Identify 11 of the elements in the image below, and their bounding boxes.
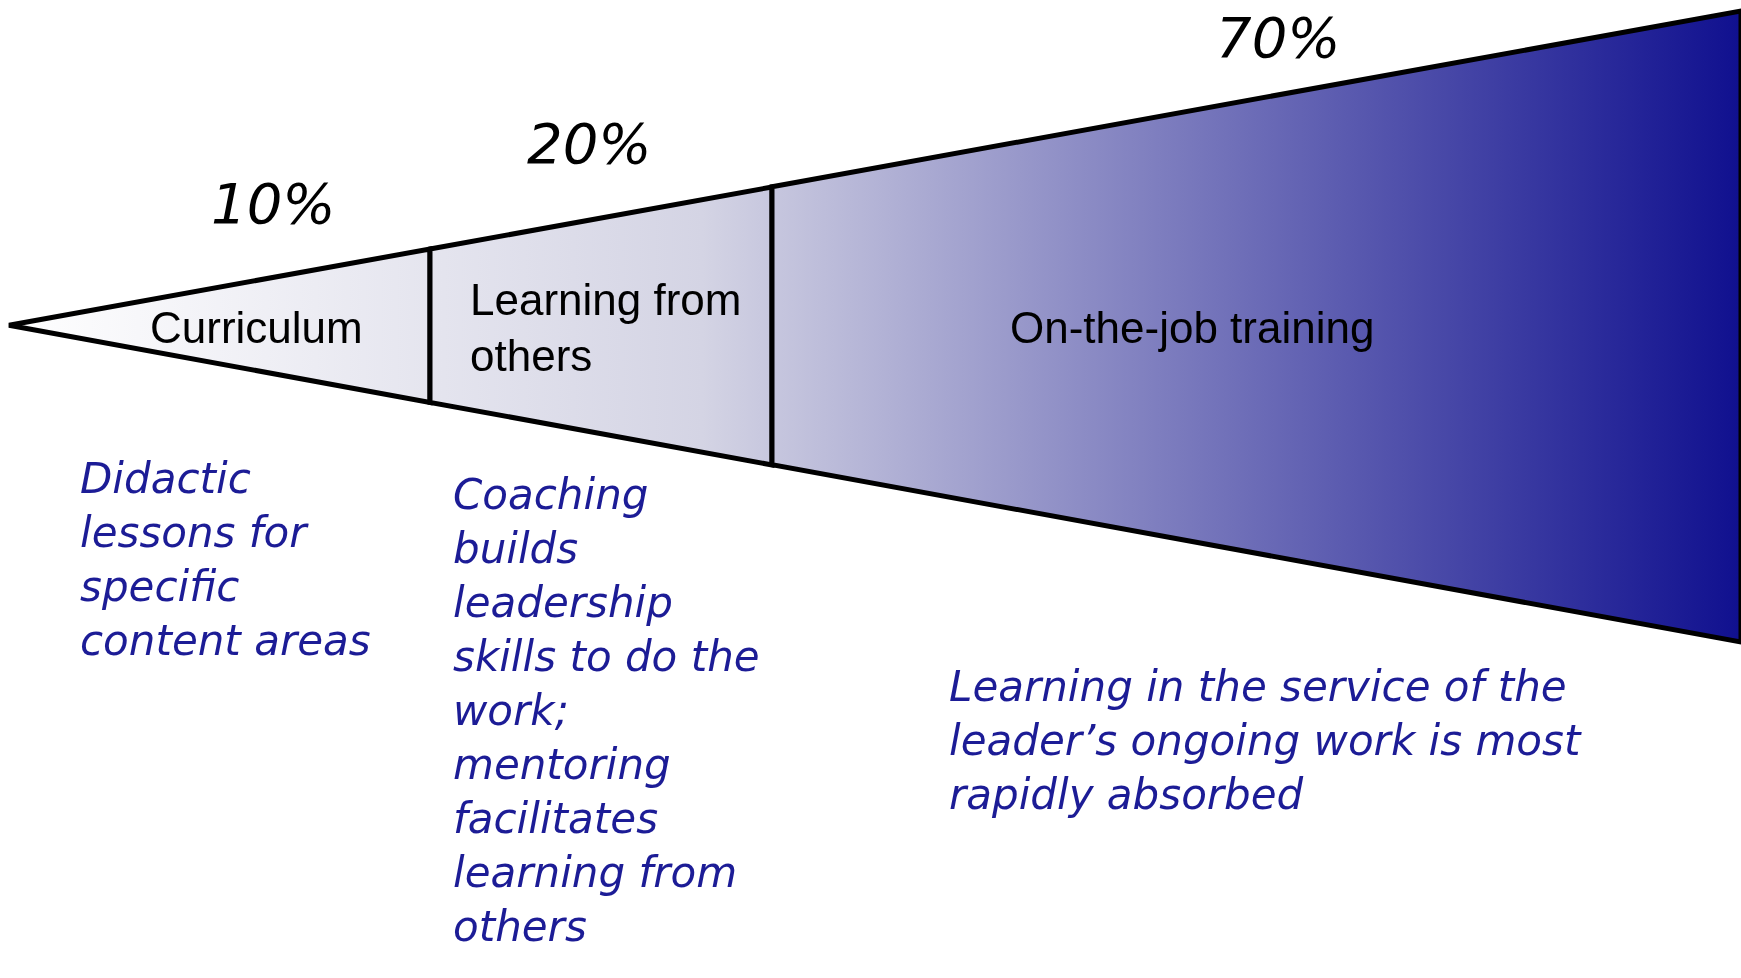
funnel-segment bbox=[768, 7, 1741, 646]
description-text: Coaching builds leadership skills to do the work; mentoring facilitates learning from others bbox=[453, 469, 761, 953]
percentage-label: 70% bbox=[1216, 6, 1341, 70]
segment-label: Curriculum bbox=[150, 302, 364, 354]
percentage-label: 10% bbox=[211, 172, 336, 236]
description-text: Learning in the service of the leader’s ongoing work is most rapidly absorbed bbox=[949, 661, 1583, 821]
description-text: Didactic lessons for specific content areas bbox=[80, 453, 372, 667]
segment-label: On-the-job training bbox=[1010, 302, 1376, 354]
segment-label: Learning from others bbox=[470, 274, 743, 382]
percentage-label: 20% bbox=[527, 112, 652, 176]
funnel-segment bbox=[426, 182, 776, 469]
